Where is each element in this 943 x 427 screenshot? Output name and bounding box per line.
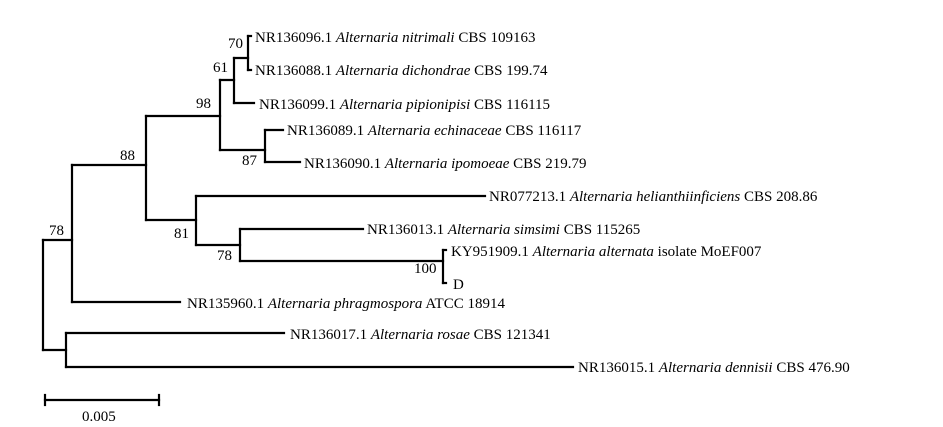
taxon-label: NR136090.1 Alternaria ipomoeae CBS 219.7… xyxy=(304,156,587,172)
taxon-label: NR136096.1 Alternaria nitrimali CBS 1091… xyxy=(255,30,535,46)
taxon-labels: NR136096.1 Alternaria nitrimali CBS 1091… xyxy=(187,30,850,376)
taxon-label: NR077213.1 Alternaria helianthiinficiens… xyxy=(489,189,818,205)
taxon-label: NR136015.1 Alternaria dennisii CBS 476.9… xyxy=(578,360,850,376)
taxon-label: NR136089.1 Alternaria echinaceae CBS 116… xyxy=(287,123,582,139)
bootstrap-value: 87 xyxy=(242,153,258,169)
tree-branches xyxy=(41,34,575,369)
taxon-label: KY951909.1 Alternaria alternata isolate … xyxy=(451,244,762,260)
bootstrap-labels: 70 61 98 87 88 81 78 100 78 xyxy=(49,36,437,277)
bootstrap-value: 70 xyxy=(228,36,243,52)
taxon-label: NR136099.1 Alternaria pipionipisi CBS 11… xyxy=(259,97,550,113)
bootstrap-value: 78 xyxy=(217,248,232,264)
bootstrap-value: 81 xyxy=(174,226,189,242)
taxon-label: NR136088.1 Alternaria dichondrae CBS 199… xyxy=(255,63,548,79)
scale-bar: 0.005 xyxy=(43,393,161,425)
bootstrap-value: 88 xyxy=(120,148,135,164)
taxon-label: NR136017.1 Alternaria rosae CBS 121341 xyxy=(290,327,551,343)
scale-bar-label: 0.005 xyxy=(82,409,116,425)
taxon-label: NR135960.1 Alternaria phragmospora ATCC … xyxy=(187,296,505,312)
bootstrap-value: 61 xyxy=(213,60,228,76)
taxon-label: NR136013.1 Alternaria simsimi CBS 115265 xyxy=(367,222,640,238)
taxon-label: D xyxy=(453,277,464,293)
bootstrap-value: 98 xyxy=(196,96,211,112)
bootstrap-value: 78 xyxy=(49,223,64,239)
bootstrap-value: 100 xyxy=(414,261,437,277)
